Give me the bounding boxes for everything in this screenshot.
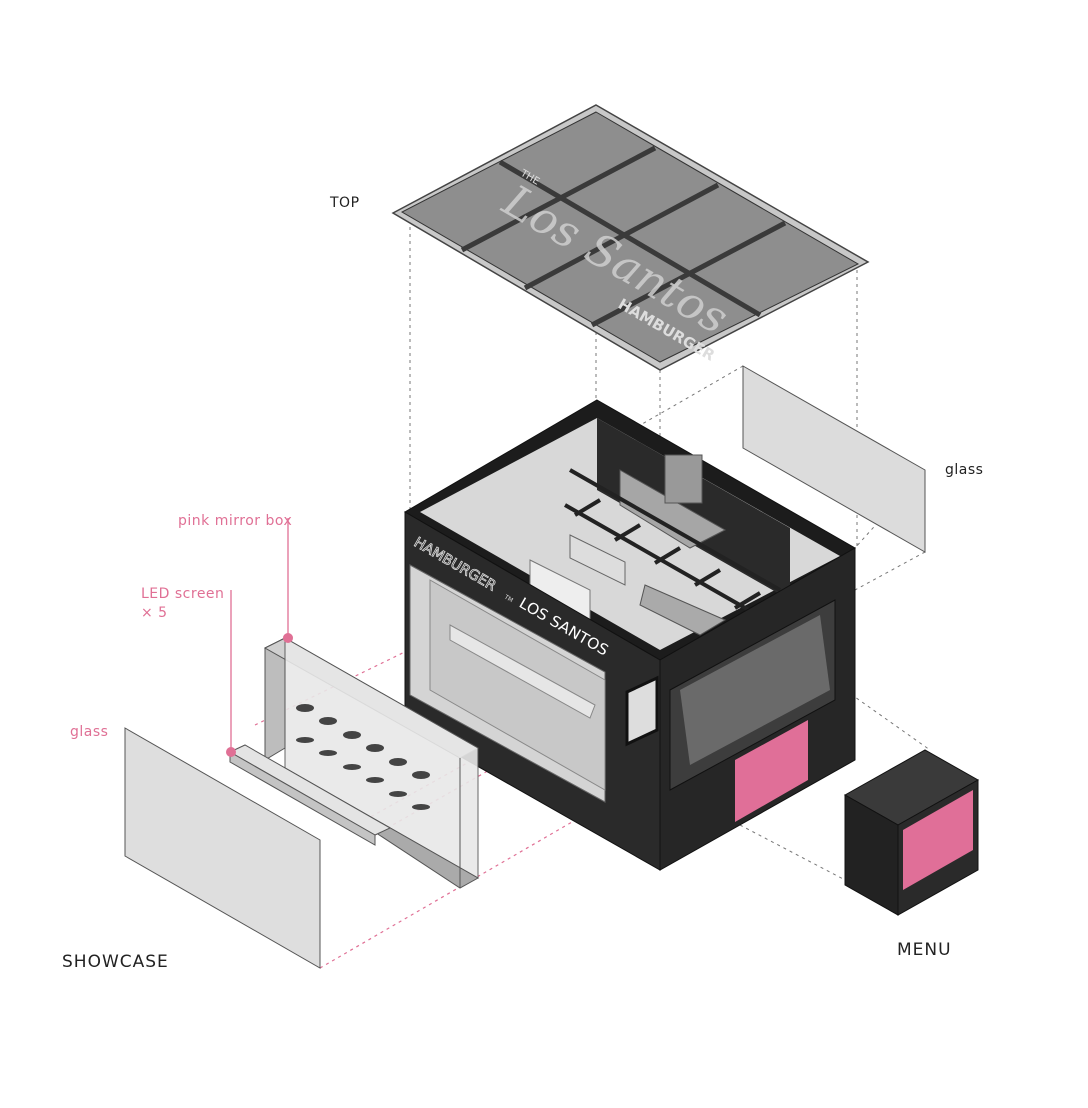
kiosk-body: HAMBURGER TM LOS SANTOS (404, 399, 857, 871)
label-showcase: SHOWCASE (62, 952, 169, 972)
label-top: TOP (330, 195, 360, 211)
sign-tm: TM (502, 593, 514, 604)
label-led-screen: LED screen (141, 586, 225, 602)
callout-dot-mirror-box (283, 633, 293, 643)
menu-box (843, 749, 980, 916)
showcase-glass-panel (124, 727, 321, 969)
callout-leaders (230, 518, 289, 752)
wall-lightbox (625, 675, 659, 747)
menu-board (735, 720, 808, 822)
led-screen-bar (228, 744, 392, 846)
roof-panel: Los Santos THE HAMBURGER (391, 104, 870, 371)
label-pink-mirror-box: pink mirror box (178, 513, 293, 529)
label-glass-right: glass (945, 462, 984, 478)
callout-dot-led (226, 747, 236, 757)
label-menu: MENU (897, 940, 952, 960)
label-led-count: × 5 (141, 605, 168, 621)
right-glass-panel (742, 365, 926, 553)
label-glass-left: glass (70, 724, 109, 740)
